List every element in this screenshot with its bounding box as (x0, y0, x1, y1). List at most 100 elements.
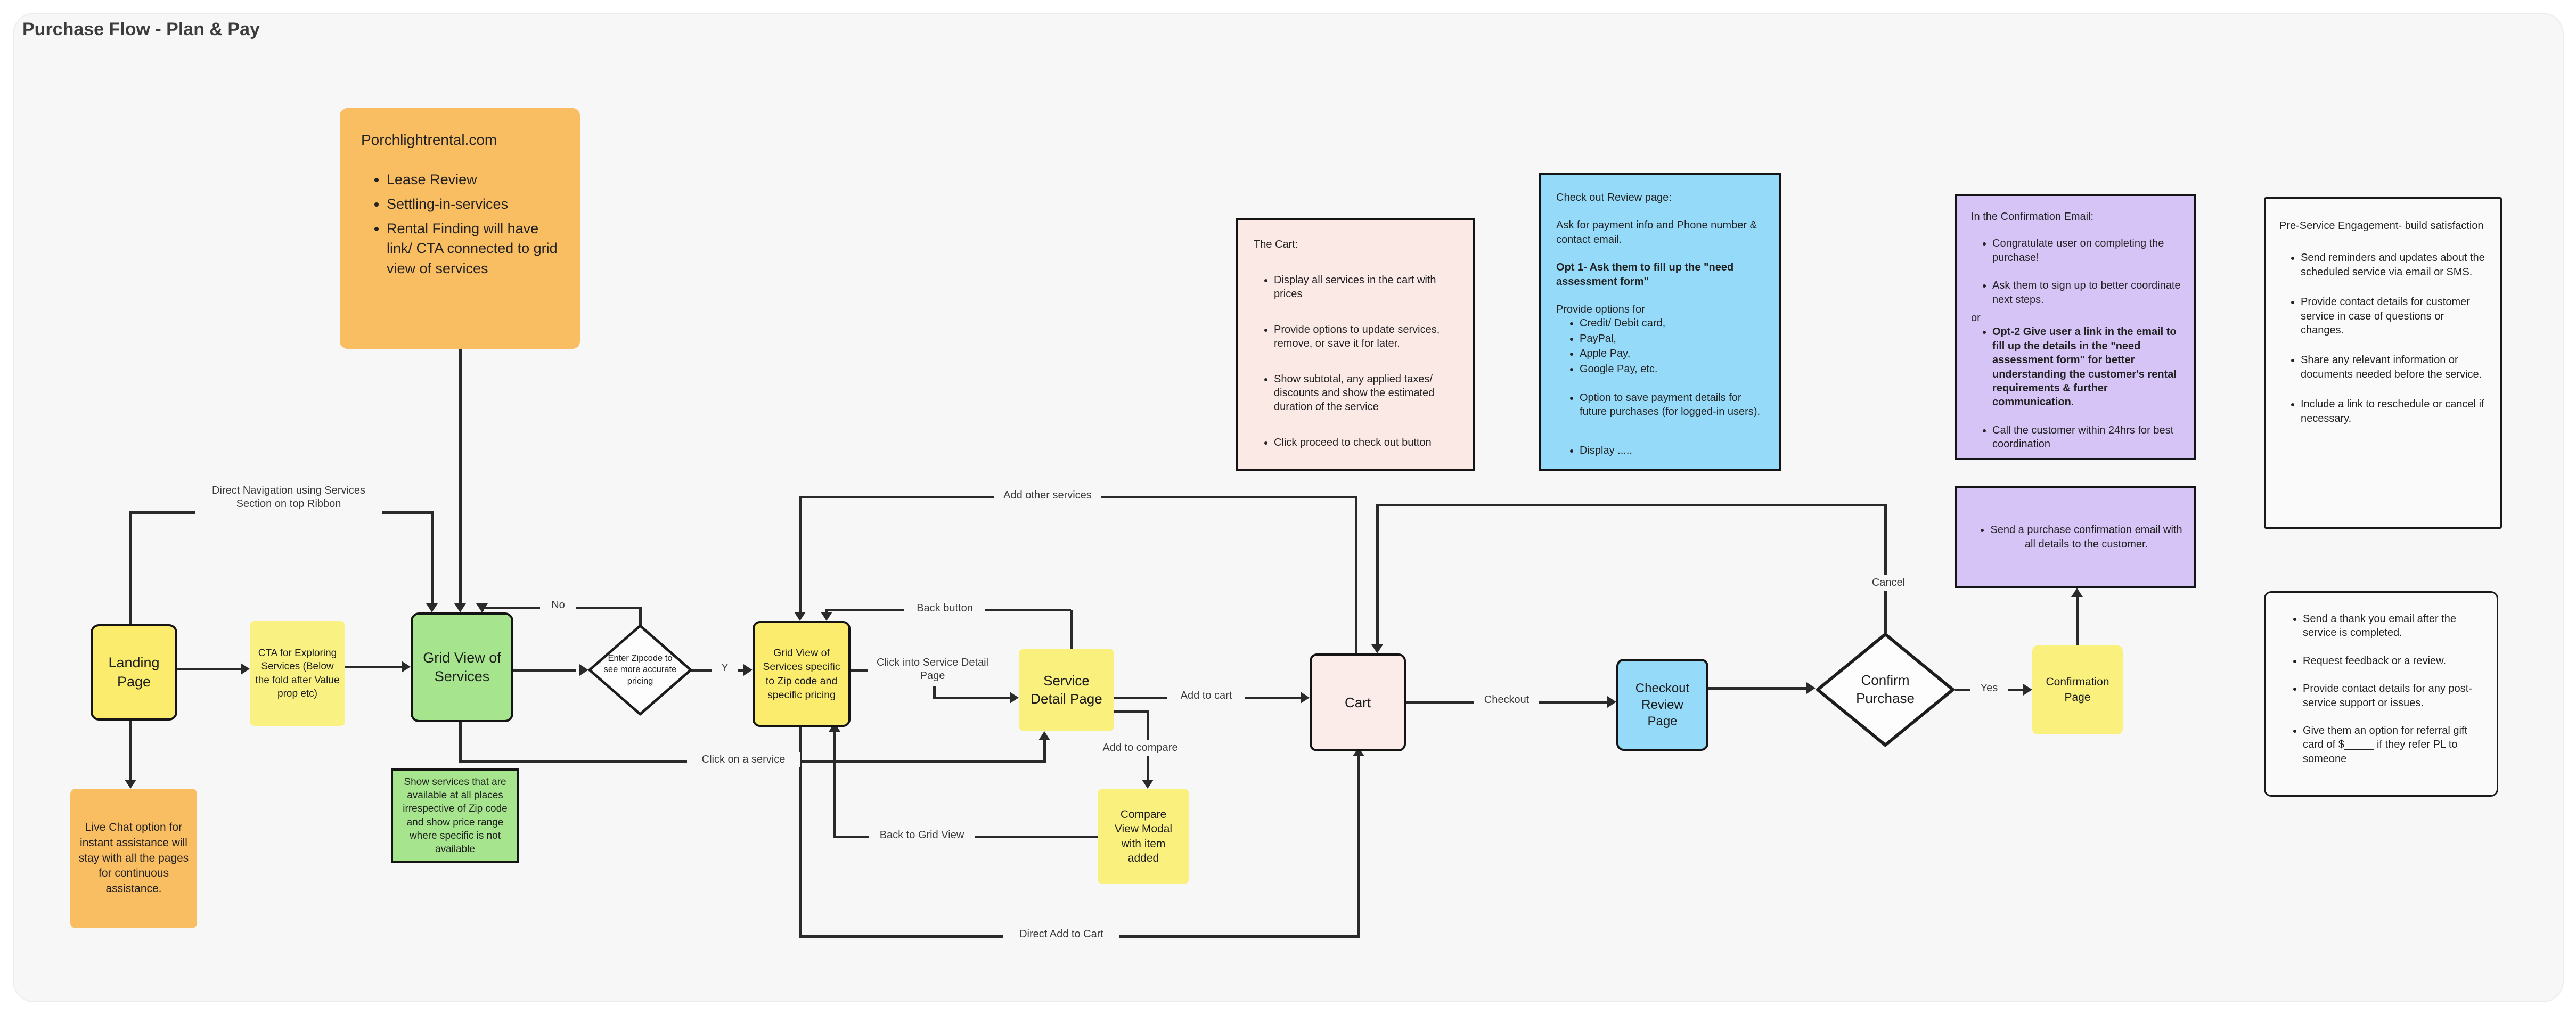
panel-text: Ask for payment info and Phone number & … (1556, 219, 1757, 246)
list-item: Show subtotal, any applied taxes/ discou… (1274, 372, 1459, 414)
list-item: Provide contact details for customer ser… (2301, 295, 2489, 337)
arrowhead (1607, 696, 1616, 708)
connector-porchlight-gridview (459, 349, 462, 604)
node-zip-grid-view[interactable]: Grid View of Services specific to Zip co… (753, 621, 851, 727)
diamond-shape (1816, 633, 1955, 747)
node-service-detail[interactable]: Service Detail Page (1019, 649, 1114, 731)
node-confirmation-page[interactable]: Confirmation Page (2032, 645, 2123, 734)
node-grid-view[interactable]: Grid View of Services (411, 612, 513, 722)
edge-label-add-to-cart: Add to cart (1167, 688, 1245, 704)
arrowhead (1301, 692, 1310, 704)
arrowhead (454, 603, 466, 612)
arrowhead (794, 612, 806, 621)
node-label: Checkout Review Page (1635, 681, 1690, 729)
node-checkout-review[interactable]: Checkout Review Page (1616, 659, 1708, 751)
connector-direct-nav (129, 512, 132, 624)
list-item: Google Pay, etc. (1580, 362, 1766, 376)
connector-gridview-decision (509, 669, 576, 672)
list-item: Congratulate user on completing the purc… (1992, 236, 2182, 265)
list-item: Credit/ Debit card, (1580, 316, 1766, 330)
connector-direct-nav (375, 511, 434, 514)
panel-title: Pre-Service Engagement- build satisfacti… (2279, 220, 2484, 232)
node-label: Landing Page (108, 655, 160, 690)
sticky-cta[interactable]: CTA for Exploring Services (Below the fo… (250, 621, 345, 726)
edge-label-back-to-grid: Back to Grid View (869, 828, 975, 843)
panel-post-service[interactable]: Send a thank you email after the service… (2264, 591, 2498, 797)
node-zip-decision[interactable]: Enter Zipcode to see more accurate prici… (587, 624, 693, 716)
list-item: Rental Finding will have link/ CTA conne… (387, 219, 564, 279)
edge-label-back-button: Back button (904, 601, 985, 616)
edge-label-add-compare: Add to compare (1096, 740, 1184, 756)
arrowhead (1806, 682, 1816, 694)
connector-click-into (933, 684, 936, 699)
arrowhead (743, 664, 753, 676)
panel-text: Provide options for (1556, 303, 1645, 315)
list-item: Ask them to sign up to better coordinate… (1992, 279, 2182, 307)
connector-landing-cta (173, 668, 242, 670)
connector-click-service (1043, 739, 1046, 762)
connector-add-other (1355, 497, 1357, 653)
list-item: Send a purchase confirmation email with … (1990, 523, 2182, 551)
panel-porchlight[interactable]: Porchlightrental.com Lease Review Settli… (340, 108, 580, 349)
connector-back-to-grid (833, 731, 836, 837)
connector-direct-add (799, 723, 802, 936)
arrowhead (2023, 684, 2032, 696)
list-item: PayPal, (1580, 332, 1766, 346)
connector-review-confirm (1708, 687, 1809, 690)
connector-direct-nav (431, 512, 434, 604)
list-item: Send reminders and updates about the sch… (2301, 251, 2489, 279)
edge-label-cancel: Cancel (1862, 575, 1915, 591)
list-item: Settling-in-services (387, 194, 564, 215)
list-item: Send a thank you email after the service… (2303, 612, 2486, 640)
arrowhead (1010, 692, 1019, 704)
edge-label-add-other: Add other services (994, 488, 1101, 503)
list-item: Request feedback or a review. (2303, 654, 2486, 668)
list-item: Display all services in the cart with pr… (1274, 273, 1459, 301)
panel-title: Porchlightrental.com (361, 132, 497, 148)
note-grid-services[interactable]: Show services that are available at all … (391, 768, 519, 863)
arrowhead (476, 603, 488, 612)
list-item: Lease Review (387, 170, 564, 190)
list-item: Option to save payment details for futur… (1580, 391, 1766, 419)
list-item: Apple Pay, (1580, 347, 1766, 361)
panel-pre-service[interactable]: Pre-Service Engagement- build satisfacti… (2264, 197, 2502, 529)
edge-label-checkout: Checkout (1474, 692, 1539, 708)
list-item: Share any relevant information or docume… (2301, 353, 2489, 381)
panel-the-cart[interactable]: The Cart: Display all services in the ca… (1236, 218, 1475, 471)
panel-confirmation-email[interactable]: In the Confirmation Email: Congratulate … (1955, 194, 2196, 460)
arrowhead (241, 663, 250, 675)
panel-purchase-email[interactable]: Send a purchase confirmation email with … (1955, 486, 2196, 588)
node-label: Cart (1344, 694, 1371, 710)
panel-checkout-review[interactable]: Check out Review page: Ask for payment i… (1539, 173, 1781, 471)
sticky-text: Live Chat option for instant assistance … (78, 821, 189, 895)
arrowhead (426, 603, 438, 612)
connector-direct-nav (129, 511, 197, 514)
node-confirm-purchase[interactable]: Confirm Purchase (1816, 632, 1955, 747)
connector-click-into (846, 669, 868, 672)
node-label: Grid View of Services (423, 649, 501, 684)
list-item: Display ..... (1580, 444, 1766, 457)
arrowhead (1142, 780, 1154, 789)
connector-no-loop (639, 608, 642, 626)
diamond-shape (588, 624, 692, 716)
sticky-text: CTA for Exploring Services (Below the fo… (255, 648, 340, 699)
arrowhead (1371, 644, 1383, 653)
connector-back-button (825, 609, 828, 614)
arrowhead (1038, 731, 1050, 740)
edge-label-yes: Yes (1970, 681, 2008, 696)
arrowhead (2071, 588, 2083, 597)
node-label: Service Detail Page (1031, 672, 1102, 707)
panel-title: The Cart: (1254, 239, 1298, 250)
node-compare-modal[interactable]: Compare View Modal with item added (1098, 789, 1189, 884)
list-item: Include a link to reschedule or cancel i… (2301, 397, 2489, 426)
arrowhead (402, 661, 411, 673)
arrowhead (821, 612, 832, 621)
node-label: Confirm Purchase (1856, 672, 1915, 706)
connector-add-other (799, 497, 802, 613)
sticky-live-chat[interactable]: Live Chat option for instant assistance … (70, 789, 197, 928)
connector-cancel (1376, 504, 1379, 645)
list-item: Provide contact details for any post-ser… (2303, 682, 2486, 710)
node-landing-page[interactable]: Landing Page (91, 624, 177, 721)
node-cart[interactable]: Cart (1310, 653, 1406, 751)
